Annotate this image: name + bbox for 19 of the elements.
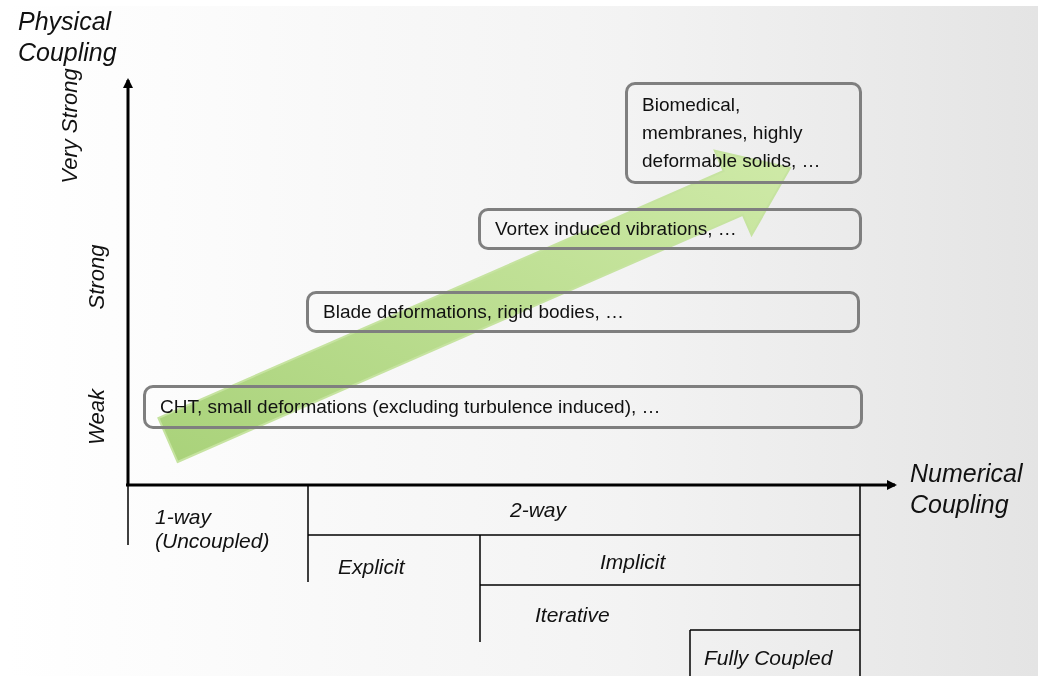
box-text: CHT, small deformations (excluding turbulence induced), … xyxy=(160,396,661,417)
category-box xyxy=(143,385,863,429)
table-header: Iterative xyxy=(535,603,611,627)
category-box xyxy=(478,208,862,250)
box-text: Vortex induced vibrations, … xyxy=(495,218,737,239)
axis-tick-label: Weak xyxy=(85,387,109,447)
box-text: Blade deformations, rigid bodies, … xyxy=(323,301,624,322)
box-text: Biomedical, membranes, highly deformable solids, … xyxy=(642,94,821,171)
category-box xyxy=(625,82,862,184)
table-header: Explicit xyxy=(338,555,407,579)
axis-title: Numerical Coupling xyxy=(910,458,1024,520)
axis-tick-label: Very Strong xyxy=(58,67,82,186)
table-header: Implicit xyxy=(600,550,667,574)
axis-title: Physical Coupling xyxy=(18,6,118,68)
category-box xyxy=(306,291,860,333)
axis-tick-label: Strong xyxy=(85,243,109,312)
table-header: 2-way xyxy=(510,498,568,522)
table-header: Fully Coupled xyxy=(704,646,834,670)
table-header: 1-way (Uncoupled) xyxy=(155,505,271,553)
